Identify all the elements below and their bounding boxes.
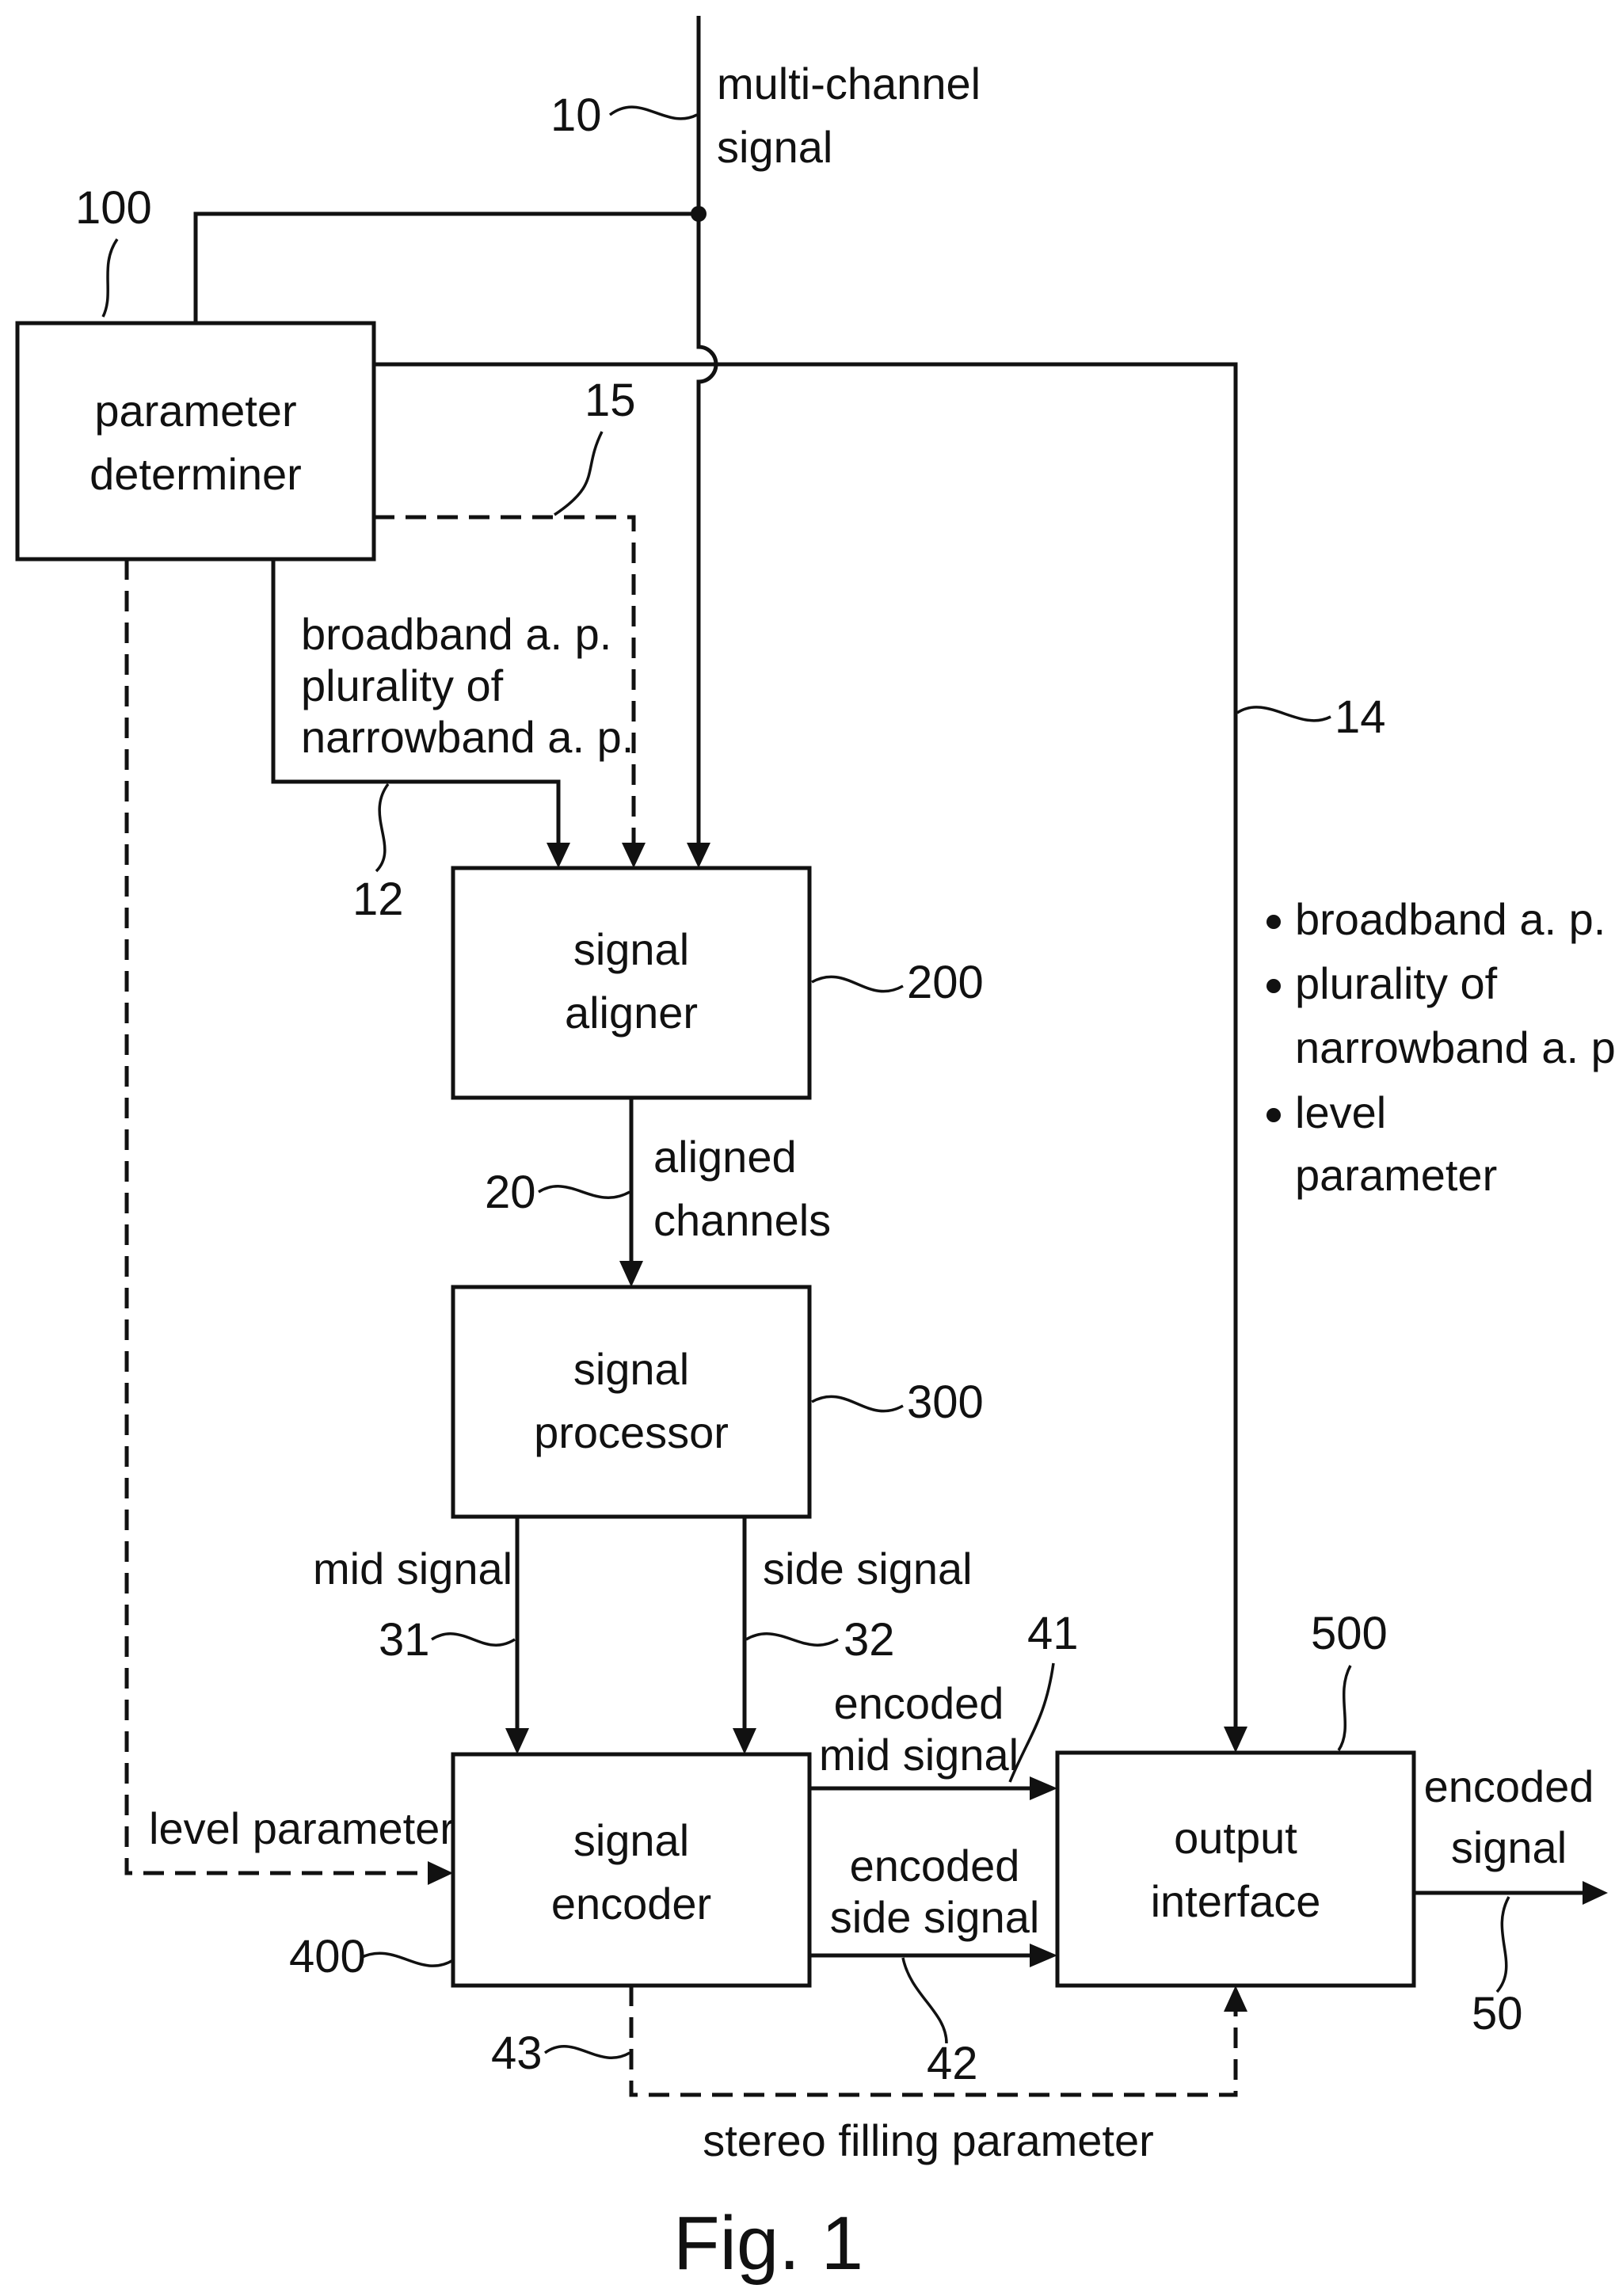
multi-channel-label-2: signal (717, 122, 832, 172)
ref-50: 50 (1472, 1988, 1523, 2039)
alignment-params-label-1: broadband a. p. (301, 609, 611, 659)
output-interface-label-1: output (1174, 1813, 1297, 1863)
ref-200-leader (812, 977, 903, 991)
ref-100-leader (103, 239, 117, 317)
ref-32: 32 (844, 1614, 895, 1666)
encoded-side-path: encoded side signal 42 (809, 1841, 1057, 2089)
multi-channel-label-1: multi-channel (717, 59, 981, 109)
level-parameter-arrowhead (428, 1861, 453, 1885)
signal-processor-label-2: processor (534, 1407, 729, 1457)
parameter-determiner-box (17, 323, 374, 559)
encoded-mid-label-1: encoded (834, 1678, 1004, 1728)
signal-aligner-block: signal aligner 200 (453, 868, 984, 1098)
figure-label: Fig. 1 (673, 2201, 863, 2286)
stereo-filling-arrowhead (1224, 1986, 1247, 2012)
ref-31-leader (432, 1634, 515, 1645)
signal-aligner-label-1: signal (573, 924, 689, 974)
ref-200: 200 (907, 957, 984, 1008)
output-interface-label-2: interface (1151, 1876, 1321, 1926)
ref-31: 31 (379, 1614, 430, 1666)
mid-signal-label: mid signal (313, 1544, 512, 1593)
alignment-params-label-3: narrowband a. p. (301, 712, 634, 762)
ref-32-leader (746, 1634, 838, 1645)
encoded-signal-label-2: signal (1451, 1822, 1567, 1872)
signal-processor-block: signal processor 300 (453, 1287, 984, 1517)
signal-encoder-label-2: encoder (551, 1879, 711, 1929)
signal-processor-label-1: signal (573, 1344, 689, 1394)
ref-43-leader (545, 2047, 630, 2058)
signal-encoder-label-1: signal (573, 1815, 689, 1865)
output-params-bullet-3a: level (1295, 1087, 1386, 1137)
ref-400: 400 (289, 1931, 366, 1982)
signal-aligner-box (453, 868, 809, 1098)
encoded-signal-label-1: encoded (1424, 1761, 1594, 1811)
signal-aligner-label-2: aligner (565, 988, 698, 1038)
ref-15-leader (554, 432, 602, 515)
encoded-mid-arrowhead (1030, 1776, 1057, 1800)
output-params-bullet-1: broadband a. p. (1295, 894, 1605, 944)
ref-20-leader (539, 1186, 630, 1197)
output-params-bullet-2a: plurality of (1295, 958, 1498, 1008)
multi-channel-line (699, 16, 716, 846)
output-params-bullet-2b: narrowband a. p (1295, 1022, 1615, 1072)
output-params-bullet-3b: parameter (1295, 1150, 1497, 1200)
encoded-side-label-2: side signal (830, 1892, 1040, 1942)
stereo-filling-path: stereo filling parameter 43 (491, 1986, 1247, 2165)
ref-10: 10 (550, 89, 602, 141)
ref-41: 41 (1027, 1608, 1079, 1659)
ref-14: 14 (1335, 691, 1386, 743)
side-signal-label: side signal (763, 1544, 973, 1593)
ref-500-leader (1339, 1666, 1350, 1750)
ref-41-leader (1010, 1663, 1053, 1782)
mid-signal-arrowhead (505, 1728, 529, 1754)
stereo-filling-label: stereo filling parameter (703, 2115, 1154, 2165)
parameters-arrowhead (1224, 1727, 1247, 1753)
parameter-determiner-label-1: parameter (94, 386, 296, 436)
aligned-channels-path: aligned channels 20 (485, 1098, 831, 1287)
side-signal-arrowhead (733, 1728, 756, 1754)
signal-processor-box (453, 1287, 809, 1517)
aligned-channels-arrowhead (619, 1261, 643, 1287)
parameter-determiner-label-2: determiner (90, 449, 302, 499)
ref-400-leader (360, 1953, 453, 1966)
alignment-parameters-arrowhead (547, 843, 570, 868)
ref-42: 42 (927, 2038, 978, 2089)
ref-15: 15 (585, 375, 636, 426)
bullet-dot-3 (1266, 1108, 1281, 1122)
encoded-signal-output: encoded signal 50 (1414, 1761, 1608, 2039)
ref-12-leader (376, 784, 388, 871)
alignment-params-label-2: plurality of (301, 661, 504, 710)
encoded-side-label-1: encoded (850, 1841, 1020, 1890)
encoded-side-arrowhead (1030, 1944, 1057, 1967)
aligned-channels-label-1: aligned (653, 1132, 797, 1182)
ref-100: 100 (75, 182, 152, 234)
output-interface-box (1057, 1753, 1414, 1986)
signal-encoder-box (453, 1754, 809, 1986)
encoded-mid-label-2: mid signal (819, 1730, 1019, 1780)
signal-encoder-block: signal encoder 400 (289, 1754, 809, 1986)
multi-channel-arrowhead (687, 843, 710, 868)
aligned-channels-label-2: channels (653, 1195, 831, 1245)
ref-300-leader (812, 1396, 903, 1411)
tap-to-parameter-determiner-line (196, 214, 699, 323)
level-parameter-label: level parameter (149, 1803, 455, 1853)
ref-500: 500 (1311, 1608, 1388, 1659)
bullet-dot-2 (1266, 979, 1281, 993)
ref-10-leader (610, 107, 697, 119)
ref-14-leader (1237, 707, 1331, 721)
dashed-aux-arrowhead (622, 843, 646, 868)
ref-20: 20 (485, 1167, 536, 1218)
ref-42-leader (903, 1958, 947, 2043)
encoded-signal-arrowhead (1583, 1881, 1608, 1905)
ref-300: 300 (907, 1376, 984, 1428)
mid-signal-path: mid signal 31 (313, 1517, 529, 1754)
ref-43: 43 (491, 2028, 543, 2079)
ref-12: 12 (352, 874, 404, 925)
ref-50-leader (1497, 1897, 1509, 1992)
bullet-dot-1 (1266, 915, 1281, 929)
